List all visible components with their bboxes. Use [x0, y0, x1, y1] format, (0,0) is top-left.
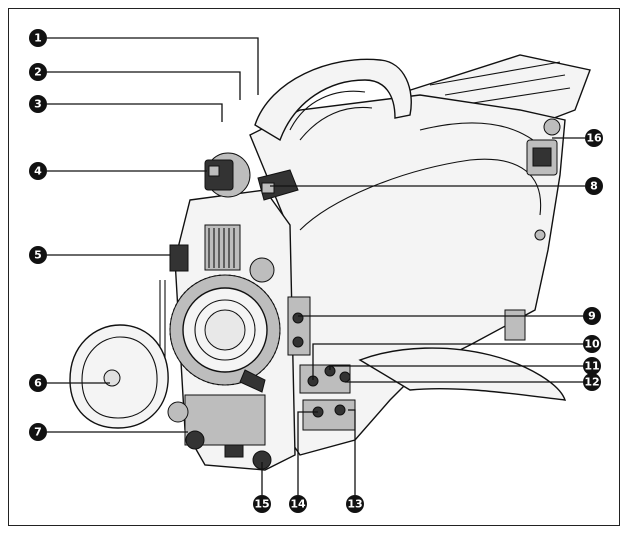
camera-illustration	[159, 54, 591, 471]
callout-16: 16	[585, 129, 603, 147]
callout-11: 11	[583, 357, 601, 375]
svg-text:6: 6	[34, 377, 42, 390]
svg-text:2: 2	[34, 66, 42, 79]
shoulder-pad	[358, 347, 567, 401]
callout-10: 10	[583, 335, 601, 353]
callout-14: 14	[289, 495, 307, 513]
camera-handle	[254, 58, 412, 142]
callout-9: 9	[583, 307, 601, 325]
svg-text:5: 5	[34, 249, 42, 262]
svg-text:14: 14	[290, 498, 306, 511]
callout-15: 15	[253, 495, 271, 513]
callout-6: 6	[29, 374, 47, 392]
callout-7: 7	[29, 423, 47, 441]
svg-text:8: 8	[590, 180, 598, 193]
svg-text:16: 16	[586, 132, 602, 145]
callout-8: 8	[585, 177, 603, 195]
svg-text:10: 10	[584, 338, 600, 351]
front-grille	[204, 224, 241, 271]
camera-main-body	[249, 94, 566, 456]
svg-text:4: 4	[34, 165, 42, 178]
callout-4: 4	[29, 162, 47, 180]
svg-text:1: 1	[34, 32, 42, 45]
svg-text:7: 7	[34, 426, 42, 439]
callout-badges: 1 2 3 4 5 6 7 8	[29, 29, 603, 513]
callout-1: 1	[29, 29, 47, 47]
svg-text:3: 3	[34, 98, 42, 111]
lens-cap	[69, 324, 169, 429]
leader-lines	[47, 37, 585, 495]
callout-12: 12	[583, 373, 601, 391]
svg-text:11: 11	[584, 360, 599, 373]
callout-3: 3	[29, 95, 47, 113]
svg-text:15: 15	[254, 498, 269, 511]
callout-2: 2	[29, 63, 47, 81]
svg-text:9: 9	[588, 310, 596, 323]
svg-text:12: 12	[584, 376, 599, 389]
svg-text:13: 13	[347, 498, 362, 511]
callout-13: 13	[346, 495, 364, 513]
callout-5: 5	[29, 246, 47, 264]
